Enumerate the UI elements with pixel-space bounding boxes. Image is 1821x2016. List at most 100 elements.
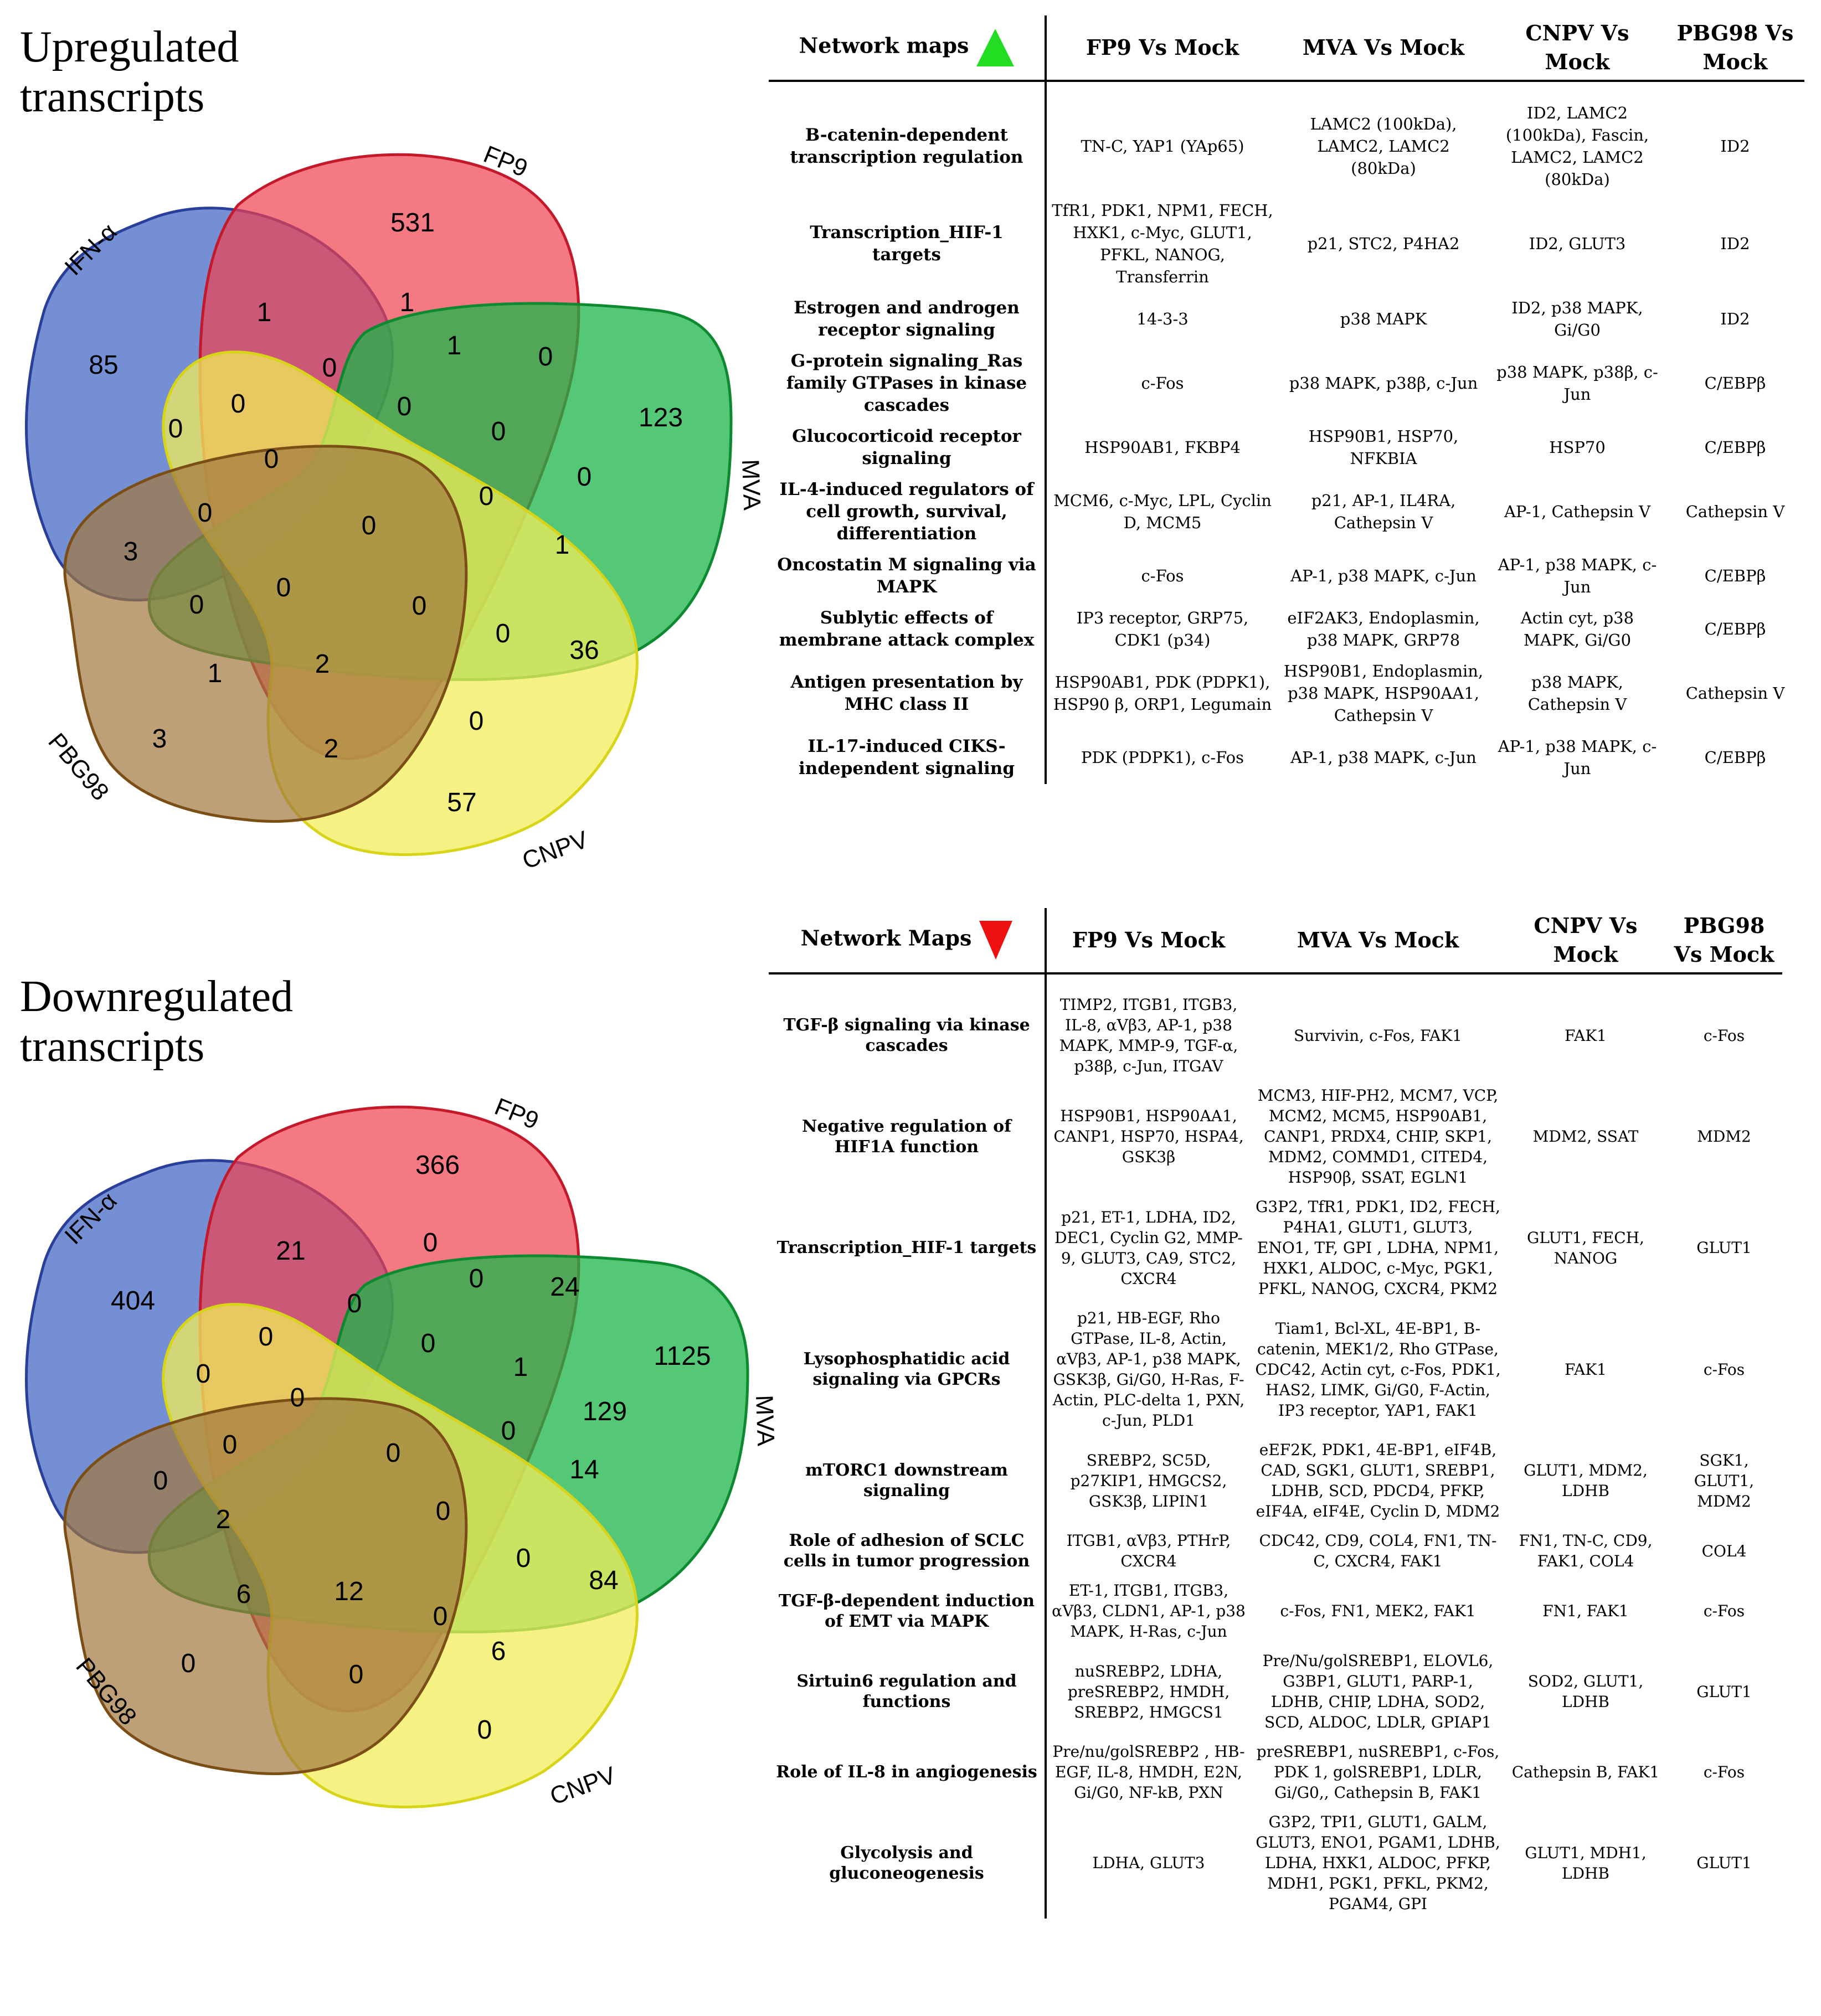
- cell-pbg98: GLUT1: [1696, 1682, 1752, 1701]
- region-count: 0: [436, 1497, 451, 1526]
- region-count: 1: [257, 298, 272, 327]
- region-count: 0: [538, 342, 553, 372]
- upregulated-venn-diagram: IFN-α FP9 MVA CNPV PBG98 531 1 1 0 85 12…: [25, 141, 764, 874]
- cell-mva: Survivin, c-Fos, FAK1: [1294, 1026, 1462, 1045]
- network-map-name: Transcription_HIF-1 targets: [769, 1192, 1047, 1303]
- cell-pbg98: Cathepsin V: [1685, 684, 1785, 703]
- table-row: Sublytic effects of membrane attack comp…: [769, 602, 1804, 656]
- table-row: Sirtuin6 regulation and functions nuSREBP…: [769, 1646, 1782, 1737]
- cell-pbg98: MDM2: [1697, 1127, 1751, 1146]
- region-count: 85: [89, 350, 118, 380]
- region-count: 3: [152, 724, 167, 754]
- cell-mva: Pre/Nu/golSREBP1, ELOVL6, G3BP1, GLUT1, …: [1262, 1652, 1494, 1731]
- region-count: 0: [223, 1430, 238, 1460]
- network-map-name: Lysophosphatidic acid signaling via GPCR…: [769, 1303, 1047, 1435]
- region-count: 129: [583, 1397, 627, 1426]
- cell-fp9: IP3 receptor, GRP75, CDK1 (p34): [1076, 609, 1249, 649]
- arrow-down-icon: [979, 921, 1013, 960]
- network-map-name: Sublytic effects of membrane attack comp…: [769, 602, 1047, 656]
- cell-fp9: ITGB1, αVβ3, PTHrP, CXCR4: [1066, 1532, 1231, 1570]
- region-count: 1: [400, 288, 415, 317]
- region-count: 1: [555, 530, 570, 560]
- region-count: 84: [589, 1566, 618, 1595]
- region-count: 0: [322, 353, 337, 383]
- region-count: 21: [276, 1236, 305, 1266]
- spacer-row: [769, 81, 1804, 97]
- cell-cnpv: AP-1, p38 MAPK, c-Jun: [1498, 555, 1657, 596]
- region-count: 366: [415, 1151, 460, 1180]
- cell-mva: AP-1, p38 MAPK, c-Jun: [1290, 566, 1477, 585]
- region-count: 2: [324, 734, 339, 764]
- region-count: 0: [469, 707, 484, 736]
- cell-cnpv: GLUT1, MDM2, LDHB: [1524, 1461, 1648, 1500]
- arrow-up-icon: [976, 29, 1015, 66]
- downregulated-title: Downregulated transcripts: [20, 972, 293, 1071]
- cell-pbg98: Cathepsin V: [1685, 502, 1785, 521]
- cell-cnpv: FN1, TN-C, CD9, FAK1, COL4: [1519, 1532, 1653, 1570]
- region-count: 0: [349, 1660, 364, 1689]
- spacer-row: [769, 973, 1782, 990]
- cell-cnpv: FAK1: [1565, 1360, 1607, 1379]
- region-count: 0: [259, 1322, 274, 1352]
- region-count: 123: [639, 403, 683, 432]
- network-map-name: Transcription_HIF-1 targets: [769, 195, 1047, 292]
- region-count: 0: [290, 1383, 305, 1412]
- network-map-name: Glucocorticoid receptor signaling: [769, 421, 1047, 474]
- table-header-row: Network Maps FP9 Vs Mock MVA Vs Mock CNP…: [769, 908, 1782, 975]
- header-label: Network Maps: [800, 925, 972, 951]
- region-count: 2: [216, 1505, 231, 1534]
- table-header-row: Network maps FP9 Vs Mock MVA Vs Mock CNP…: [769, 16, 1804, 82]
- table-row: TGF-β-dependent induction of EMT via MAP…: [769, 1576, 1782, 1646]
- cell-mva: HSP90B1, Endoplasmin, p38 MAPK, HSP90AA1…: [1283, 662, 1484, 725]
- network-map-name: mTORC1 downstream signaling: [769, 1435, 1047, 1526]
- header-label: Network maps: [799, 33, 969, 58]
- cell-mva: MCM3, HIF-PH2, MCM7, VCP, MCM2, MCM5, HS…: [1257, 1086, 1499, 1187]
- cell-fp9: nuSREBP2, LDHA, preSREBP2, HMDH, SREBP2,…: [1067, 1662, 1230, 1721]
- table-row: IL-17-induced CIKS-independent signaling…: [769, 731, 1804, 784]
- network-map-name: Antigen presentation by MHC class II: [769, 656, 1047, 731]
- region-count: 0: [421, 1329, 436, 1358]
- spacer-cell: [769, 81, 1047, 97]
- cell-mva: Tiam1, Bcl-XL, 4E-BP1, B-catenin, MEK1/2…: [1255, 1319, 1501, 1420]
- cell-cnpv: p38 MAPK, Cathepsin V: [1527, 673, 1627, 714]
- region-count: 0: [477, 1715, 492, 1745]
- cell-cnpv: Cathepsin B, FAK1: [1511, 1763, 1660, 1781]
- network-map-name: TGF-β signaling via kinase cascades: [769, 990, 1047, 1081]
- region-count: 0: [491, 417, 506, 446]
- region-count: 0: [496, 619, 511, 648]
- cell-mva: CDC42, CD9, COL4, FN1, TN-C, CXCR4, FAK1: [1259, 1532, 1497, 1570]
- cell-fp9: TfR1, PDK1, NPM1, FECH, HXK1, c-Myc, GLU…: [1052, 201, 1273, 286]
- cell-pbg98: C/EBPβ: [1704, 566, 1766, 585]
- network-map-name: Role of IL-8 in angiogenesis: [769, 1737, 1047, 1807]
- region-count: 1125: [654, 1342, 711, 1371]
- table-row: Lysophosphatidic acid signaling via GPCR…: [769, 1303, 1782, 1435]
- cell-fp9: TIMP2, ITGB1, ITGB3, IL-8, αVβ3, AP-1, p…: [1059, 996, 1238, 1075]
- cell-mva: preSREBP1, nuSREBP1, c-Fos, PDK 1, golSR…: [1256, 1742, 1500, 1802]
- downregulated-venn-diagram: IFN-α FP9 MVA CNPV PBG98 366 21 0 0 404 …: [25, 1093, 779, 1810]
- upregulated-title-line2: transcripts: [20, 73, 205, 121]
- region-count: 0: [577, 462, 592, 492]
- venn-set-pbg98: [63, 1397, 468, 1775]
- region-count: 0: [469, 1264, 484, 1293]
- region-count: 1: [513, 1353, 528, 1382]
- cell-pbg98: SGK1, GLUT1, MDM2: [1694, 1451, 1755, 1510]
- cell-pbg98: C/EBPβ: [1704, 620, 1766, 638]
- cell-fp9: c-Fos: [1141, 566, 1184, 585]
- region-count: 0: [501, 1416, 516, 1446]
- cell-cnpv: FN1, FAK1: [1542, 1602, 1629, 1620]
- downregulated-title-line1: Downregulated: [20, 972, 294, 1021]
- network-map-name: Sirtuin6 regulation and functions: [769, 1646, 1047, 1737]
- cell-cnpv: p38 MAPK, p38β, c-Jun: [1496, 363, 1658, 404]
- region-count: 0: [516, 1544, 531, 1573]
- table-row: Estrogen and androgen receptor signaling…: [769, 292, 1804, 346]
- region-count: 0: [347, 1289, 362, 1318]
- region-count: 0: [189, 590, 204, 620]
- region-count: 0: [196, 1359, 211, 1389]
- venn-set-pbg98: [63, 445, 468, 823]
